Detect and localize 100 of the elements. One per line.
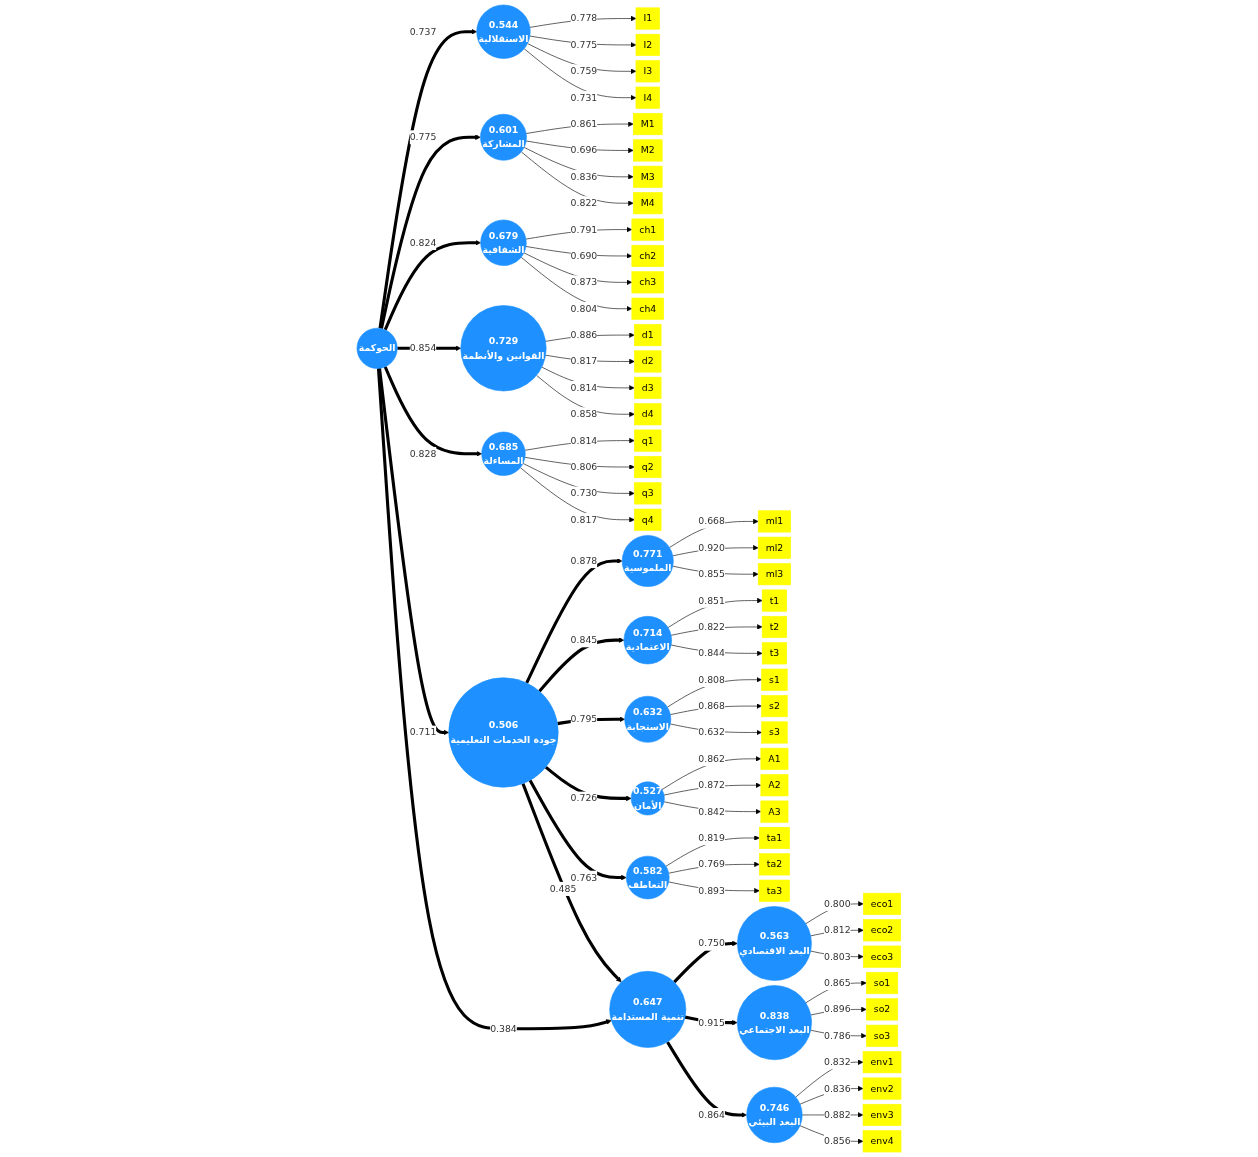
arrow [528, 779, 627, 881]
edge-label: 0.836 [570, 171, 598, 183]
edge-label: 0.814 [570, 382, 598, 394]
edge-label: 0.858 [570, 408, 598, 420]
node-box: t1 [761, 589, 787, 612]
edge-label: 0.886 [570, 329, 598, 341]
arrow [521, 783, 622, 983]
edge-label: 0.915 [698, 1016, 725, 1029]
arrow [666, 1041, 747, 1118]
node-box: t3 [761, 642, 787, 665]
edge-label: 0.872 [698, 779, 725, 791]
node-box: ta3 [759, 879, 790, 902]
node-box: eco2 [863, 919, 902, 942]
node-box: M2 [633, 139, 663, 162]
edge-label: 0.845 [570, 634, 598, 646]
edge-label: 0.836 [823, 1082, 851, 1094]
edge-label: 0.775 [409, 131, 437, 143]
node-circle: الحوكمة [356, 327, 398, 369]
edge-label: 0.920 [698, 542, 725, 554]
edge-label: 0.769 [698, 858, 725, 870]
node-box: ml3 [757, 563, 791, 586]
edge-label: 0.696 [570, 144, 598, 156]
node-box: I4 [635, 86, 660, 109]
node-box: so1 [866, 972, 899, 995]
edge-label: 0.819 [698, 832, 725, 844]
node-box: A3 [760, 800, 789, 823]
node-box: s3 [761, 721, 788, 744]
node-box: d1 [634, 324, 662, 347]
node-box: env3 [862, 1103, 902, 1126]
edge-label: 0.861 [570, 118, 598, 130]
edge-label: 0.791 [570, 223, 598, 236]
edge-label: 0.862 [698, 753, 725, 765]
arrow [377, 368, 449, 736]
node-box: so2 [866, 998, 899, 1021]
edge-label: 0.778 [570, 12, 598, 24]
node-box: ml1 [757, 510, 791, 533]
node-box: M4 [633, 192, 663, 215]
node-box: s1 [761, 668, 788, 691]
node-box: A1 [760, 747, 789, 770]
node-box: env1 [862, 1051, 902, 1074]
edge-label: 0.868 [698, 700, 725, 712]
node-box: I2 [635, 33, 660, 56]
node-box: ch1 [631, 218, 664, 241]
edge-label: 0.865 [823, 977, 851, 989]
node-box: q1 [634, 429, 662, 452]
edge-label: 0.832 [823, 1056, 851, 1068]
edge-label: 0.726 [570, 792, 598, 804]
edge-label: 0.817 [570, 514, 598, 526]
edge-label: 0.803 [823, 950, 851, 963]
edge-label: 0.822 [698, 621, 725, 633]
node-box: M3 [633, 165, 663, 188]
node-box: q3 [634, 482, 662, 505]
node-box: q4 [634, 508, 662, 531]
edge-label: 0.828 [409, 448, 437, 460]
node-box: s2 [761, 695, 788, 718]
edge-label: 0.882 [823, 1109, 851, 1121]
node-box: ml2 [757, 536, 791, 559]
edge-label: 0.851 [698, 594, 725, 607]
arrow [544, 765, 632, 802]
arrow [383, 240, 481, 331]
node-box: ch4 [631, 297, 664, 320]
edge-label: 0.856 [823, 1135, 851, 1147]
edge-label: 0.896 [823, 1003, 851, 1015]
edge-label: 0.711 [409, 726, 437, 738]
edge-label: 0.842 [698, 805, 725, 818]
node-box: A2 [760, 774, 789, 797]
edge-label: 0.855 [698, 568, 725, 580]
node-box: env4 [862, 1130, 902, 1153]
edge-label: 0.485 [549, 882, 577, 895]
node-box: ch3 [631, 271, 664, 294]
edge-label: 0.800 [823, 898, 851, 910]
node-box: t2 [761, 615, 787, 638]
edge-label: 0.878 [570, 555, 598, 567]
node-box: d2 [634, 350, 662, 373]
edge-label: 0.864 [698, 1109, 725, 1121]
arrow [376, 368, 612, 1031]
node-box: eco1 [863, 892, 902, 915]
edge-label: 0.750 [698, 937, 725, 949]
node-box: ta2 [759, 853, 790, 876]
node-box: d4 [634, 403, 662, 426]
edge-label: 0.814 [570, 434, 598, 447]
edge-label: 0.759 [570, 65, 598, 77]
node-box: I1 [635, 7, 660, 30]
edge-label: 0.632 [698, 726, 725, 738]
edge-label: 0.873 [570, 276, 598, 288]
edge-label: 0.668 [698, 515, 725, 527]
edge-label: 0.844 [698, 647, 725, 659]
edge-label: 0.737 [409, 25, 437, 38]
edge-label: 0.786 [823, 1030, 851, 1042]
node-box: ta1 [759, 827, 790, 849]
edge-label: 0.822 [570, 197, 598, 209]
node-box: eco3 [863, 945, 902, 968]
arrow [383, 366, 482, 457]
edge-label: 0.812 [823, 924, 851, 936]
arrow [379, 134, 481, 329]
edge-label: 0.731 [570, 91, 598, 104]
edge-label: 0.690 [570, 250, 598, 262]
node-box: I3 [635, 60, 660, 83]
node-box: q2 [634, 456, 662, 478]
node-box: M1 [633, 113, 663, 136]
